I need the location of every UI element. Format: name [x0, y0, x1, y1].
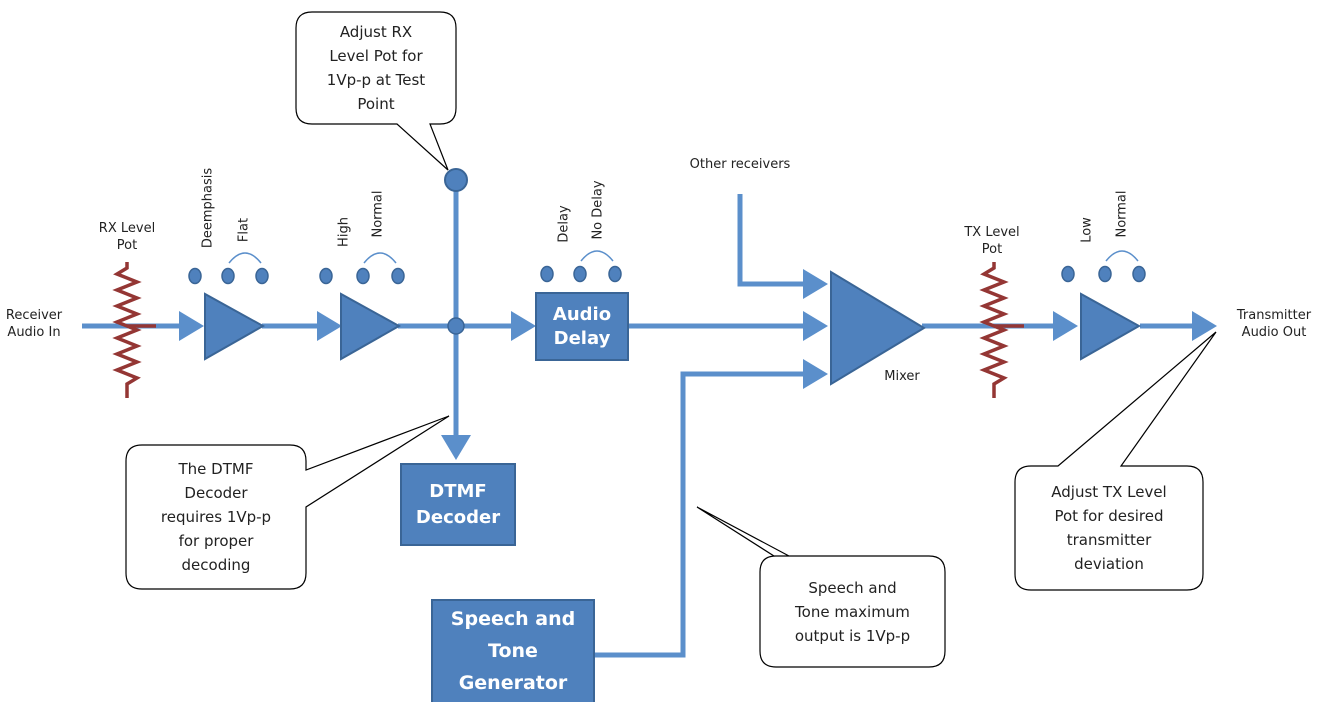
- wire-speech-to-mixer: [594, 359, 829, 658]
- option-normal-amp3: Normal: [1114, 190, 1130, 238]
- option-high: High: [336, 217, 352, 247]
- wire-other-receivers: [737, 194, 829, 299]
- callout-speech-note-text: Speech and Tone maximum output is 1Vp-p: [794, 578, 911, 645]
- option-flat: Flat: [236, 217, 252, 243]
- rx-level-pot-label: RX Level Pot: [98, 221, 156, 253]
- jumper-dots: [188, 265, 1146, 285]
- transmitter-audio-out-label: Transmitter Audio Out: [1236, 308, 1312, 340]
- rx-level-pot: [112, 262, 156, 398]
- amplifier-deemphasis: [204, 292, 266, 361]
- callout-speech-note: [696, 506, 946, 668]
- callout-dtmf-note: [125, 415, 450, 590]
- callout-dtmf-note-text: The DTMF Decoder requires 1Vp-p for prop…: [160, 460, 272, 574]
- audio-delay-block: [535, 292, 629, 361]
- option-low: Low: [1079, 217, 1095, 243]
- other-receivers-label: Other receivers: [689, 157, 791, 172]
- callout-rx-adjust-text: Adjust RX Level Pot for 1Vp-p at Test Po…: [326, 23, 426, 113]
- dtmf-decoder-block: [400, 463, 516, 546]
- speech-generator-block: [431, 599, 595, 702]
- callout-shapes: [125, 11, 1217, 668]
- test-point-node: [444, 168, 468, 192]
- option-no-delay: No Delay: [590, 180, 606, 240]
- tx-level-pot: [979, 262, 1024, 398]
- receiver-audio-in-label: Receiver Audio In: [5, 308, 63, 340]
- mixer-triangle: [830, 270, 926, 386]
- tx-level-pot-label: TX Level Pot: [964, 225, 1020, 257]
- amplifier-low-normal: [1080, 292, 1142, 361]
- speech-generator-label: Speech and Tone Generator: [450, 608, 576, 694]
- callout-tx-adjust-text: Adjust TX Level Pot for desired transmit…: [1051, 483, 1167, 573]
- callout-tx-adjust: [1014, 331, 1217, 591]
- option-delay: Delay: [556, 205, 572, 243]
- junction-node: [447, 317, 465, 335]
- audio-delay-label: Audio Delay: [552, 303, 612, 349]
- dtmf-decoder-label: DTMF Decoder: [415, 480, 501, 528]
- mixer-label: Mixer: [884, 369, 920, 384]
- callout-rx-adjust: [295, 11, 457, 171]
- amplifier-high-normal: [340, 292, 402, 361]
- option-normal-amp2: Normal: [370, 190, 386, 238]
- option-deemphasis: Deemphasis: [200, 167, 216, 249]
- jumper-arcs: [228, 250, 1139, 264]
